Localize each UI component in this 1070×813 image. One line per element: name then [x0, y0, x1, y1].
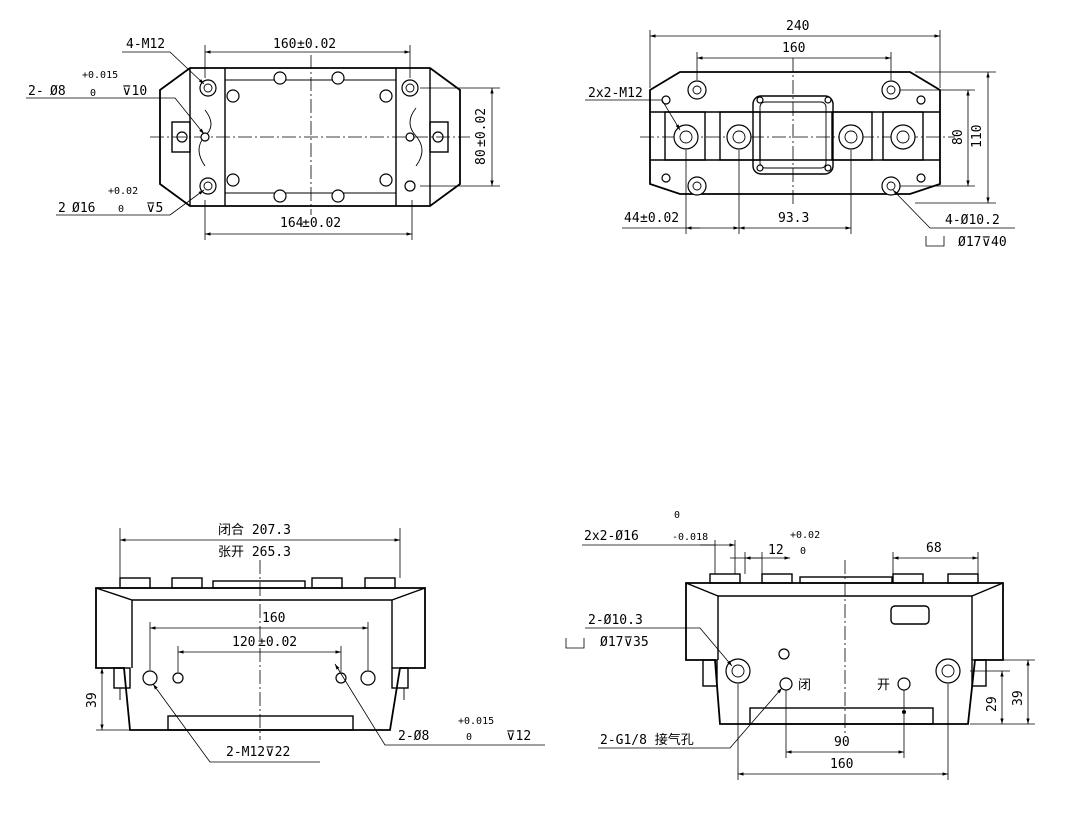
- label-4-d10-2: 4-Ø10.2: [945, 213, 1000, 228]
- bottom-right-view: 闭 开 2x2-Ø16 0 -0.018 12 +0.02 0 68 2-Ø10…: [565, 510, 1035, 780]
- label-g1-8: 2-G1/8 接气孔: [600, 732, 694, 748]
- dim-160: 160: [830, 757, 853, 772]
- tol-120: ±0.02: [258, 635, 297, 650]
- label-2-m12-depth: 2-M12⊽22: [226, 745, 290, 760]
- dim-164: 164: [280, 216, 304, 231]
- tol-160: ±0.02: [297, 37, 336, 52]
- tol-44: ±0.02: [640, 211, 679, 226]
- dim-80: 80: [474, 149, 489, 165]
- dim-80: 80: [951, 129, 966, 145]
- dim-160: 160: [262, 611, 285, 626]
- top-left-view: 160 ±0.02 164 ±0.02 80 ±0.02 4-M12 2- Ø8…: [26, 37, 500, 240]
- dim-90: 90: [834, 735, 850, 750]
- label-2-d16: 2: [58, 201, 66, 216]
- cbore-d17: Ø17⊽40: [958, 235, 1007, 250]
- dim-39: 39: [85, 692, 100, 708]
- dim-93-3: 93.3: [778, 211, 809, 226]
- label-2-d8: 2-Ø8: [398, 729, 429, 744]
- tol-164: ±0.02: [302, 216, 341, 231]
- dim-240: 240: [786, 19, 809, 34]
- dim-110: 110: [970, 125, 985, 148]
- dim-160: 160: [273, 37, 296, 52]
- d16-lower: 0: [118, 204, 124, 215]
- d8-lower: 0: [466, 732, 472, 743]
- label-4-m12: 4-M12: [126, 37, 165, 52]
- dim-29: 29: [985, 696, 1000, 712]
- d16-upper: +0.02: [108, 186, 138, 197]
- label-2-d8: 2-: [28, 84, 44, 99]
- dim-12: 12: [768, 543, 784, 558]
- label-close: 闭: [798, 678, 811, 693]
- dim-12-upper: +0.02: [790, 530, 820, 541]
- dim-44: 44: [624, 211, 640, 226]
- dim-68: 68: [926, 541, 942, 556]
- dim-12-lower: 0: [800, 546, 806, 557]
- label-2-d10-3: 2-Ø10.3: [588, 613, 643, 628]
- d8-value: Ø8: [50, 84, 66, 99]
- d8-lower: 0: [90, 88, 96, 99]
- dim-39: 39: [1011, 690, 1026, 706]
- d16-lower: -0.018: [672, 532, 708, 543]
- label-2x2-m12: 2x2-M12: [588, 86, 643, 101]
- d8-depth: ⊽12: [506, 729, 531, 744]
- tol-80: ±0.02: [474, 108, 489, 147]
- d8-depth: ⊽10: [122, 84, 147, 99]
- label-2x2-d16: 2x2-Ø16: [584, 529, 639, 544]
- top-right-view: 240 160 80 110 44 ±0.02 93.3 2x2-M12 4-Ø…: [585, 19, 1015, 250]
- d16-depth: ⊽5: [146, 201, 163, 216]
- bottom-left-view: 闭合 207.3 张开 265.3 160 120 ±0.02 39 2-M12…: [85, 523, 545, 763]
- d8-upper: +0.015: [458, 716, 494, 727]
- label-closed: 闭合 207.3: [218, 523, 291, 538]
- label-open: 开: [877, 678, 890, 693]
- dim-120: 120: [232, 635, 255, 650]
- d16-value: Ø16: [72, 201, 95, 216]
- d8-upper: +0.015: [82, 70, 118, 81]
- cbore-d17: Ø17⊽35: [600, 635, 649, 650]
- d16-upper: 0: [674, 510, 680, 521]
- label-open: 张开 265.3: [218, 545, 291, 560]
- dim-160: 160: [782, 41, 805, 56]
